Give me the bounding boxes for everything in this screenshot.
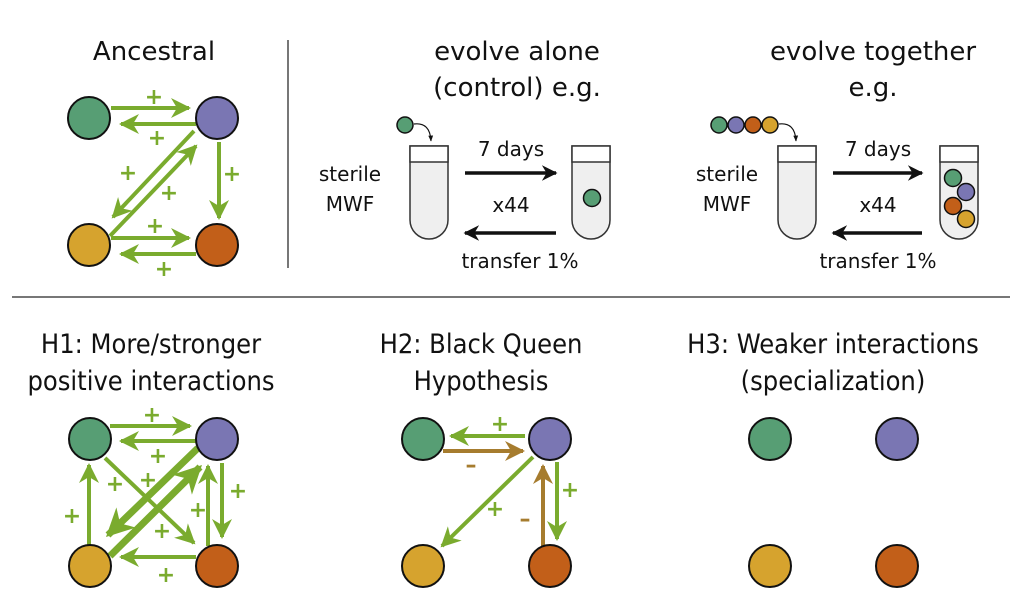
species-yellow-node — [401, 544, 445, 588]
transfer-label: transfer 1% — [461, 249, 578, 273]
inoculum-green-cell — [710, 116, 728, 134]
plus-sign: + — [491, 412, 509, 437]
evolved-tube — [571, 145, 611, 240]
species-purple-node — [528, 417, 572, 461]
inoculum-yellow-cell — [761, 116, 779, 134]
species-green-node — [68, 417, 112, 461]
plus-sign: + — [486, 497, 504, 522]
minus-sign: – — [520, 507, 531, 532]
arrow-purple-to-yellow — [440, 455, 535, 548]
inoculum-green-cell — [396, 116, 414, 134]
medium-label-line2: MWF — [326, 192, 375, 216]
evolve-together-panel: evolve together e.g. sterile MWF 7 days … — [696, 37, 979, 273]
species-purple-node — [195, 96, 239, 140]
evolved-orange-cell — [943, 196, 963, 216]
arrow-yellow-to-purple-strong — [107, 464, 203, 559]
h3-title-line1: H3: Weaker interactions — [687, 329, 979, 360]
ancestral-panel: Ancestral + + + + + + + — [67, 37, 241, 282]
plus-sign: + — [160, 181, 178, 206]
arrow-yellow-to-purple — [108, 144, 198, 238]
evolve-alone-panel: evolve alone (control) e.g. sterile MWF … — [319, 37, 611, 273]
species-orange-node — [875, 544, 919, 588]
evolved-yellow-cell — [956, 209, 976, 229]
medium-label-line1: sterile — [319, 162, 381, 186]
medium-label-line2: MWF — [703, 192, 752, 216]
plus-sign: + — [63, 504, 81, 529]
ancestral-title: Ancestral — [93, 37, 215, 67]
species-yellow-node — [68, 544, 112, 588]
plus-sign: + — [145, 85, 163, 110]
plus-sign: + — [148, 126, 166, 151]
source-tube — [409, 145, 449, 240]
plus-sign: + — [139, 468, 157, 493]
species-green-node — [401, 417, 445, 461]
plus-sign: + — [157, 563, 175, 588]
evolved-tube — [939, 145, 979, 240]
inoculum-orange-cell — [744, 116, 762, 134]
source-tube — [777, 145, 817, 240]
evolve-together-title-line2: e.g. — [848, 73, 897, 103]
h3-title-line2: (specialization) — [741, 366, 926, 397]
repeat-count-label: x44 — [492, 193, 529, 217]
plus-sign: + — [146, 214, 164, 239]
inoculate-arrow — [778, 123, 799, 142]
arrow-purple-to-yellow-strong — [105, 445, 201, 538]
plus-sign: + — [189, 498, 207, 523]
h1-panel: H1: More/stronger positive interactions … — [27, 329, 275, 588]
h2-title-line2: Hypothesis — [414, 366, 549, 397]
plus-sign: + — [106, 472, 124, 497]
plus-sign: + — [155, 257, 173, 282]
evolved-purple-cell — [956, 182, 976, 202]
inoculum-purple-cell — [727, 116, 745, 134]
inoculate-arrow — [413, 123, 434, 142]
minus-sign: – — [466, 453, 477, 478]
evolve-together-title-line1: evolve together — [770, 37, 976, 67]
h1-title-line1: H1: More/stronger — [41, 329, 261, 360]
transfer-label: transfer 1% — [819, 249, 936, 273]
plus-sign: + — [561, 478, 579, 503]
evolve-alone-title-line2: (control) e.g. — [433, 73, 601, 103]
species-green-node — [748, 417, 792, 461]
h1-title-line2: positive interactions — [27, 366, 274, 397]
h2-panel: H2: Black Queen Hypothesis + – + + – — [380, 329, 583, 588]
evolved-green-cell — [582, 188, 602, 208]
medium-label-line1: sterile — [696, 162, 758, 186]
species-purple-node — [875, 417, 919, 461]
plus-sign: + — [119, 161, 137, 186]
h2-title-line1: H2: Black Queen — [380, 329, 583, 360]
species-orange-node — [195, 223, 239, 267]
species-orange-node — [528, 544, 572, 588]
arrow-green-to-orange — [103, 456, 196, 545]
plus-sign: + — [143, 403, 161, 428]
species-orange-node — [195, 544, 239, 588]
repeat-count-label: x44 — [859, 193, 896, 217]
evolve-alone-title-line1: evolve alone — [434, 37, 600, 67]
species-yellow-node — [748, 544, 792, 588]
duration-label: 7 days — [478, 137, 544, 161]
evolved-green-cell — [943, 168, 963, 188]
plus-sign: + — [149, 444, 167, 469]
plus-sign: + — [229, 479, 247, 504]
plus-sign: + — [223, 162, 241, 187]
species-purple-node — [195, 417, 239, 461]
species-green-node — [67, 96, 111, 140]
duration-label: 7 days — [845, 137, 911, 161]
species-yellow-node — [67, 223, 111, 267]
h3-panel: H3: Weaker interactions (specialization) — [687, 329, 979, 588]
plus-sign: + — [153, 519, 171, 544]
